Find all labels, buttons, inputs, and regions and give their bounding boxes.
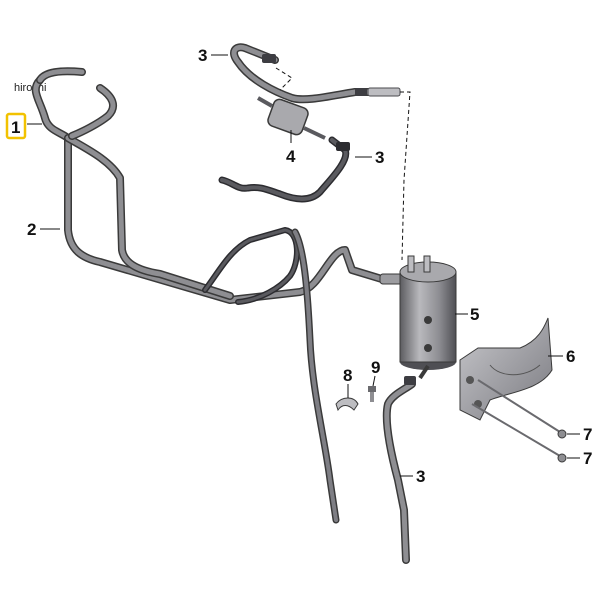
callout-7-upper[interactable]: 7 [567, 425, 592, 444]
callout-label: 9 [371, 358, 380, 377]
callout-label: 7 [583, 425, 592, 444]
bolt-part-7-lower [471, 403, 567, 463]
callout-7-lower[interactable]: 7 [567, 449, 592, 468]
canister-part-5 [399, 255, 457, 380]
hose-part-3-bottom [382, 376, 416, 564]
callout-label: 7 [583, 449, 592, 468]
callout-label: 3 [198, 46, 207, 65]
callout-label: 3 [416, 467, 425, 486]
hose-part-3-middle [218, 136, 350, 203]
callout-label: 5 [470, 305, 479, 324]
callout-2[interactable]: 2 [27, 220, 60, 239]
callout-3-middle[interactable]: 3 [355, 148, 384, 167]
callout-label: 2 [27, 220, 36, 239]
callout-1[interactable]: 1 [5, 112, 42, 140]
callout-highlight-box [5, 112, 27, 140]
callout-6[interactable]: 6 [548, 347, 575, 366]
callout-label: 6 [566, 347, 575, 366]
bracket-part-6 [459, 317, 553, 421]
callout-9[interactable]: 9 [371, 358, 380, 387]
filter-part-4 [257, 96, 326, 140]
callout-label: 4 [286, 147, 296, 166]
leader-line [372, 375, 376, 387]
callout-8[interactable]: 8 [343, 366, 352, 398]
hose-part-3-top [230, 43, 401, 104]
callout-4[interactable]: 4 [286, 130, 296, 166]
bolt-part-7-upper [477, 379, 567, 439]
callout-label: 8 [343, 366, 352, 385]
callout-3-bottom[interactable]: 3 [400, 467, 425, 486]
callout-5[interactable]: 5 [455, 305, 479, 324]
hose-assembly-part-2 [31, 67, 414, 524]
callout-3-top[interactable]: 3 [198, 46, 228, 65]
callout-label: 1 [11, 118, 20, 137]
clip-part-8 [335, 397, 359, 412]
screw-part-9 [368, 386, 376, 402]
callout-label: 3 [375, 148, 384, 167]
dashed-routing-lines [275, 67, 411, 261]
